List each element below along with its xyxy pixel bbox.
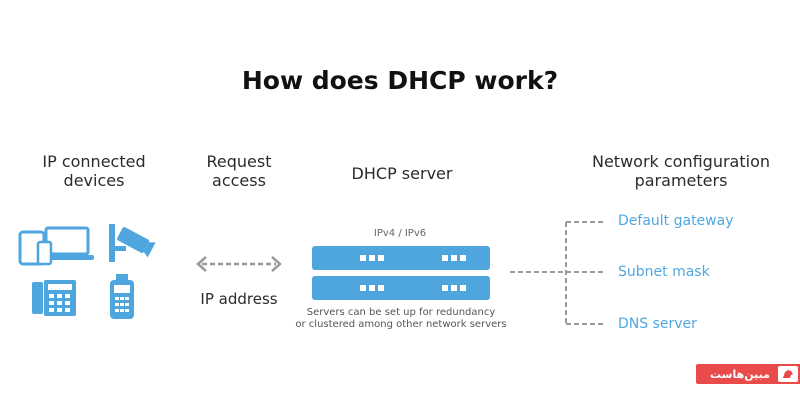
desk-phone-icon bbox=[32, 280, 76, 316]
server-note-line-1: Servers can be set up for redundancy bbox=[306, 307, 496, 318]
parameter-dns-server: DNS server bbox=[618, 316, 697, 332]
server-heading: DHCP server bbox=[351, 164, 453, 183]
double-arrow-icon bbox=[196, 256, 282, 272]
parameters-heading-line-2: parameters bbox=[634, 171, 728, 190]
diagram-title: How does DHCP work? bbox=[241, 66, 559, 95]
parameters-heading: Network configuration parameters bbox=[572, 152, 790, 190]
server-unit-top bbox=[312, 246, 490, 270]
server-note-line-2: or clustered among other network servers bbox=[295, 319, 507, 330]
parameters-connector bbox=[510, 221, 604, 325]
devices-heading: IP connected devices bbox=[24, 152, 164, 190]
brand-logo-icon bbox=[778, 366, 798, 382]
devices-heading-line-1: IP connected bbox=[42, 152, 146, 171]
server-icon bbox=[312, 246, 490, 302]
brand-watermark: مبین‌هاست bbox=[696, 364, 800, 384]
request-heading-line-1: Request bbox=[206, 152, 272, 171]
camera-icon bbox=[109, 224, 156, 262]
handheld-device-icon bbox=[110, 274, 134, 319]
parameter-subnet-mask: Subnet mask bbox=[618, 264, 710, 280]
devices-icon bbox=[18, 226, 94, 266]
request-heading-line-2: access bbox=[212, 171, 266, 190]
parameter-default-gateway: Default gateway bbox=[618, 213, 734, 229]
parameters-heading-line-1: Network configuration bbox=[591, 152, 771, 171]
server-version-label: IPv4 / IPv6 bbox=[373, 228, 427, 239]
server-unit-bottom bbox=[312, 276, 490, 300]
server-note: Servers can be set up for redundancy or … bbox=[290, 307, 512, 331]
brand-text: مبین‌هاست bbox=[710, 367, 770, 381]
ip-address-label: IP address bbox=[200, 290, 278, 308]
request-heading: Request access bbox=[180, 152, 298, 190]
devices-heading-line-2: devices bbox=[63, 171, 125, 190]
